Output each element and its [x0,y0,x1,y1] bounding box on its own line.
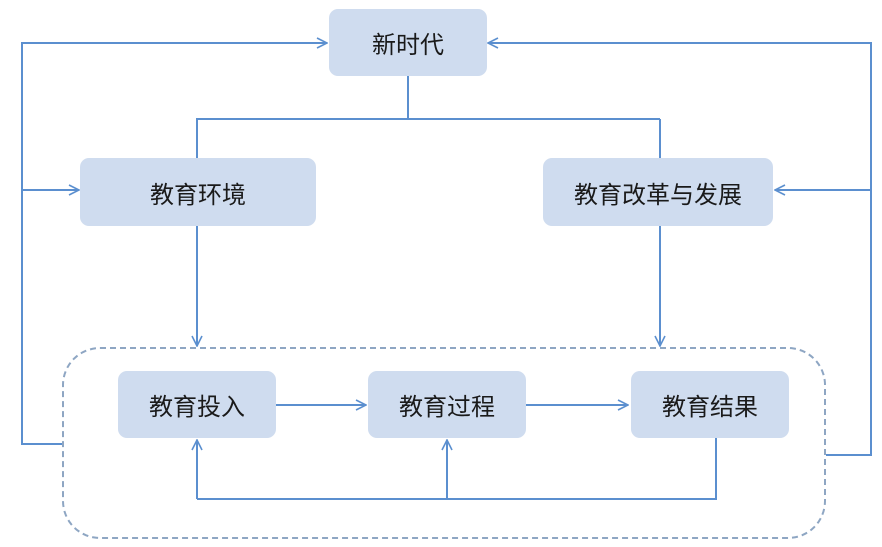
node-education-result: 教育结果 [631,371,789,438]
node-education-reform-development: 教育改革与发展 [543,158,773,226]
link-era-split [407,76,660,120]
education-stage-group-frame [62,347,826,539]
node-education-environment: 教育环境 [80,158,316,226]
node-education-process: 教育过程 [368,371,526,438]
link-result-feedback [197,438,717,500]
link-era-to-env [196,118,408,160]
node-education-input: 教育投入 [118,371,276,438]
node-new-era: 新时代 [329,9,487,76]
arrow-right-loop-to-era [488,43,872,456]
arrow-left-loop-to-era [21,43,327,445]
